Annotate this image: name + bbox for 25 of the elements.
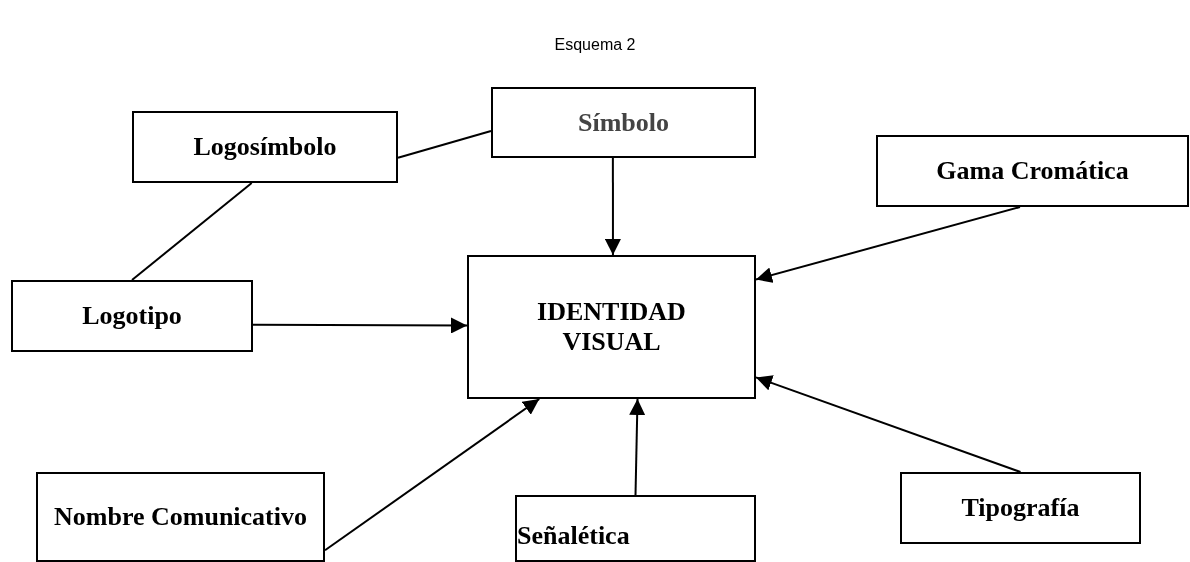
concept-box xyxy=(36,472,325,562)
concept-box xyxy=(515,495,756,562)
arrow xyxy=(604,157,621,256)
concept-box xyxy=(467,255,756,399)
connector-line xyxy=(397,130,492,159)
box-label: Símbolo xyxy=(578,107,669,138)
arrow xyxy=(755,375,1022,473)
arrow xyxy=(324,398,541,552)
diagram-title: Esquema 2 xyxy=(553,36,637,54)
concept-box xyxy=(876,135,1189,207)
concept-box xyxy=(900,472,1141,544)
box-label: IDENTIDAD VISUAL xyxy=(536,297,687,357)
box-label: Señalética xyxy=(517,520,630,551)
connector-line xyxy=(131,182,253,281)
arrow xyxy=(755,206,1021,283)
box-label: Logosímbolo xyxy=(193,132,337,162)
box-label: Nombre Comunicativo xyxy=(54,502,307,532)
arrow xyxy=(252,317,468,334)
box-label: Logotipo xyxy=(82,301,182,331)
box-label: Tipografía xyxy=(961,493,1080,523)
concept-box xyxy=(132,111,398,183)
arrow xyxy=(629,398,646,496)
box-label: Gama Cromática xyxy=(936,156,1129,186)
concept-box xyxy=(11,280,253,352)
concept-box xyxy=(491,87,756,158)
